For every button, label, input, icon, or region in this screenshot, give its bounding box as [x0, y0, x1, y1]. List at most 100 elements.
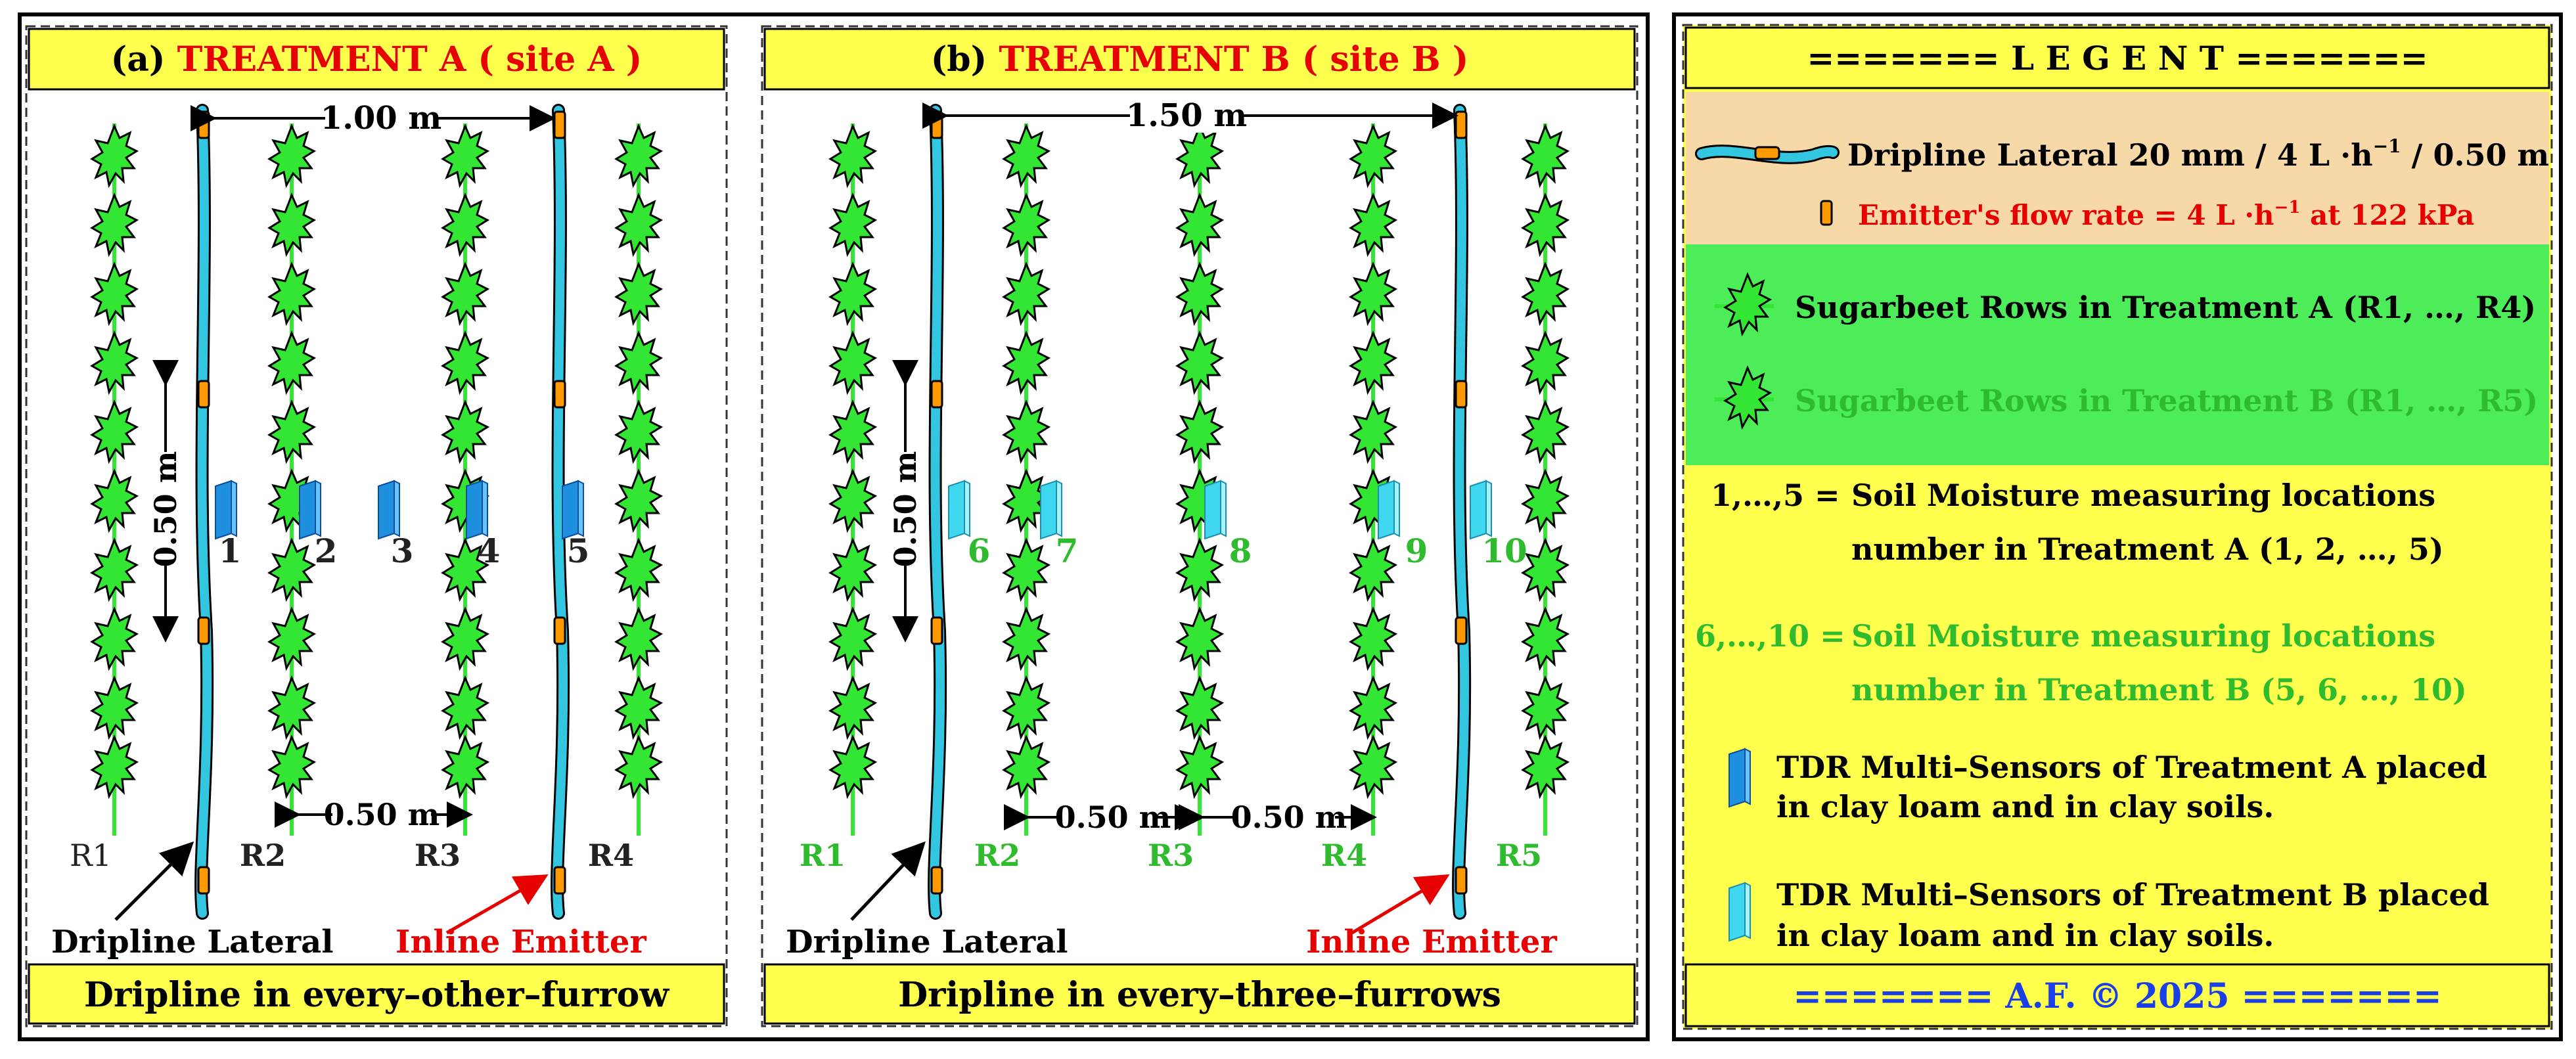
legend-tdr-b-line1: TDR Multi–Sensors of Treatment B placed — [1776, 877, 2489, 913]
panel-b: (b) TREATMENT B ( site B ) Dripline in e… — [761, 25, 1638, 1027]
panel-a: (a) TREATMENT A ( site A ) Dripline in e… — [25, 25, 728, 1027]
legend-dripline-main: Dripline Lateral 20 mm / 4 L ·h — [1847, 137, 2373, 173]
legend-loc-b-line1: Soil Moisture measuring locations — [1851, 618, 2435, 654]
legend-loc-a-line2: number in Treatment A (1, 2, …, 5) — [1851, 531, 2444, 567]
panel-a-lateral-tube — [553, 106, 568, 918]
panel-a-sensor-3: 3 — [378, 480, 414, 570]
panel-a-sensor-label: 3 — [391, 531, 414, 570]
panel-a-inline-emitter — [197, 616, 210, 645]
legend-tdr-b-line2: in clay loam and in clay soils. — [1776, 918, 2274, 953]
panel-b-dripline-label: Dripline Lateral — [786, 924, 1068, 960]
panel-b-sensor-label: 6 — [968, 531, 991, 570]
panel-a-plant-row-3 — [441, 124, 489, 836]
panel-b-sensor-label: 7 — [1056, 531, 1079, 570]
legend-loc-b-key: 6,…,10 = — [1695, 618, 1845, 654]
panel-a-sensor-2: 2 — [299, 480, 338, 570]
panel-a-dripline-lateral-1 — [194, 104, 214, 920]
panel-a-row-label-r1: R1 — [70, 838, 112, 873]
panel-b-plant-row-1 — [829, 124, 876, 836]
panel-b-plant-row-3 — [1176, 124, 1223, 836]
legend-footer-text: ======= A.F. © 2025 ======= — [1793, 976, 2441, 1016]
legend-loc-b-line2: number in Treatment B (5, 6, …, 10) — [1851, 672, 2467, 708]
panel-b-sensor-label: 10 — [1481, 531, 1527, 570]
legend-header — [1684, 26, 2550, 89]
panel-b-title: (b) TREATMENT B ( site B ) — [931, 39, 1469, 79]
panel-b-dripline-callout-arrow — [850, 841, 926, 921]
panel-a-dripline-label: Dripline Lateral — [51, 924, 334, 960]
panel-b-inline-emitter — [930, 110, 943, 139]
panel-b-dripline-lateral-1 — [928, 104, 947, 920]
legend-tdr-a-symbol — [1729, 748, 1751, 807]
panel-a-laterals — [194, 104, 570, 920]
legend-rows-band — [1686, 244, 2549, 465]
panel-a-sensor-label: 4 — [478, 531, 501, 570]
legend-loc-a-line1: Soil Moisture measuring locations — [1851, 478, 2435, 513]
panel-b-inline-emitter — [1455, 616, 1468, 645]
panel-b-sensor-6: 6 — [948, 480, 991, 570]
legend-loc-a-key: 1,…,5 = — [1711, 478, 1840, 513]
panel-a-footer-text: Dripline in every–other–furrow — [84, 975, 669, 1015]
panel-b-tdr-sensor — [1204, 480, 1227, 539]
legend-emitter-sup: −1 — [2274, 198, 2301, 217]
panel-a-inline-emitter — [553, 866, 566, 895]
panel-b-inline-emitter — [930, 380, 943, 409]
panel-b-tdr-sensor — [1378, 480, 1400, 539]
panel-a-row-label-r4: R4 — [588, 838, 634, 873]
panel-b-plant-row-5 — [1522, 124, 1569, 836]
panel-b-inline-emitter — [930, 866, 943, 895]
legend-dripline-symbol — [1695, 145, 1840, 164]
panel-a-label-prefix: (a) — [111, 39, 166, 79]
legend-title: ======= L E G E N T ======= — [1807, 39, 2428, 78]
panel-a-row-label-r2: R2 — [240, 838, 286, 873]
panel-a-plant-spacing-label: 0.50 m — [148, 451, 183, 568]
panel-b-lateral-tube — [930, 106, 945, 918]
panel-b-tdr-sensor — [1470, 480, 1492, 539]
panel-a-emitter-label: Inline Emitter — [395, 924, 646, 960]
panel-a-inline-emitter — [553, 380, 566, 409]
panel-b-lateral-tube — [1454, 106, 1470, 918]
panel-a-dripline-lateral-2 — [551, 104, 570, 920]
panel-a-tdr-sensor — [299, 480, 321, 539]
panel-a-plant-row-1 — [91, 124, 138, 836]
panel-b-row-label-r4: R4 — [1321, 838, 1367, 873]
panel-b-footer — [763, 963, 1636, 1025]
panel-a-sensor-label: 2 — [315, 531, 338, 570]
panel-a-sensor-label: 1 — [219, 531, 242, 570]
panel-a-dripline-callout-arrow — [114, 841, 194, 921]
panel-b-row-spacing-label-2: 0.50 m — [1231, 800, 1347, 835]
panel-a-tdr-sensor — [215, 480, 237, 539]
legend-dripline-tail: / 0.50 m — [2401, 137, 2550, 173]
panel-b-sensor-9: 9 — [1378, 480, 1428, 570]
panel-b-tdr-sensor — [1040, 480, 1062, 539]
legend-plant-symbol-a — [1715, 273, 1774, 335]
panel-b-emitter-callout-arrow — [1351, 874, 1450, 935]
legend-footer — [1684, 963, 2550, 1027]
panel-a-inline-emitter — [553, 110, 566, 139]
panel-a-row-spacing-label: 0.50 m — [324, 797, 440, 832]
panel-a-footer — [28, 963, 725, 1025]
panel-a-title-text: TREATMENT A ( site A ) — [177, 39, 643, 79]
panel-b-sensor-10: 10 — [1470, 480, 1527, 570]
panel-a-sensor-4: 4 — [466, 480, 501, 570]
panel-a-frame — [25, 25, 728, 1027]
panel-b-row-label-r1: R1 — [800, 838, 846, 873]
panel-a-lateral-tube — [196, 106, 212, 918]
panel-a-sensor-5: 5 — [562, 480, 589, 570]
panel-b-inline-emitter — [1455, 380, 1468, 409]
panel-a-tdr-sensor — [466, 480, 488, 539]
legend-tdr-a-line1: TDR Multi–Sensors of Treatment A placed — [1776, 750, 2487, 785]
legend-tdr-a-line2: in clay loam and in clay soils. — [1776, 789, 2274, 824]
legend-emitter-tail: at 122 kPa — [2300, 199, 2474, 231]
legend-emitter-main: Emitter's flow rate = 4 L ·h — [1858, 199, 2274, 231]
panel-b-sensor-label: 9 — [1405, 531, 1428, 570]
panel-a-row-label-r3: R3 — [415, 838, 461, 873]
panel-a-header — [28, 28, 725, 91]
legend-dripline-text: Dripline Lateral 20 mm / 4 L ·h−1 / 0.50… — [1847, 135, 2549, 173]
panel-b-emitter-label: Inline Emitter — [1306, 924, 1557, 960]
panel-a-sensors: 1 2 3 4 5 — [215, 480, 589, 570]
panel-b-row-label-r2: R2 — [974, 838, 1020, 873]
panel-b-tdr-sensor — [948, 480, 970, 539]
panel-a-sensor-1: 1 — [215, 480, 242, 570]
